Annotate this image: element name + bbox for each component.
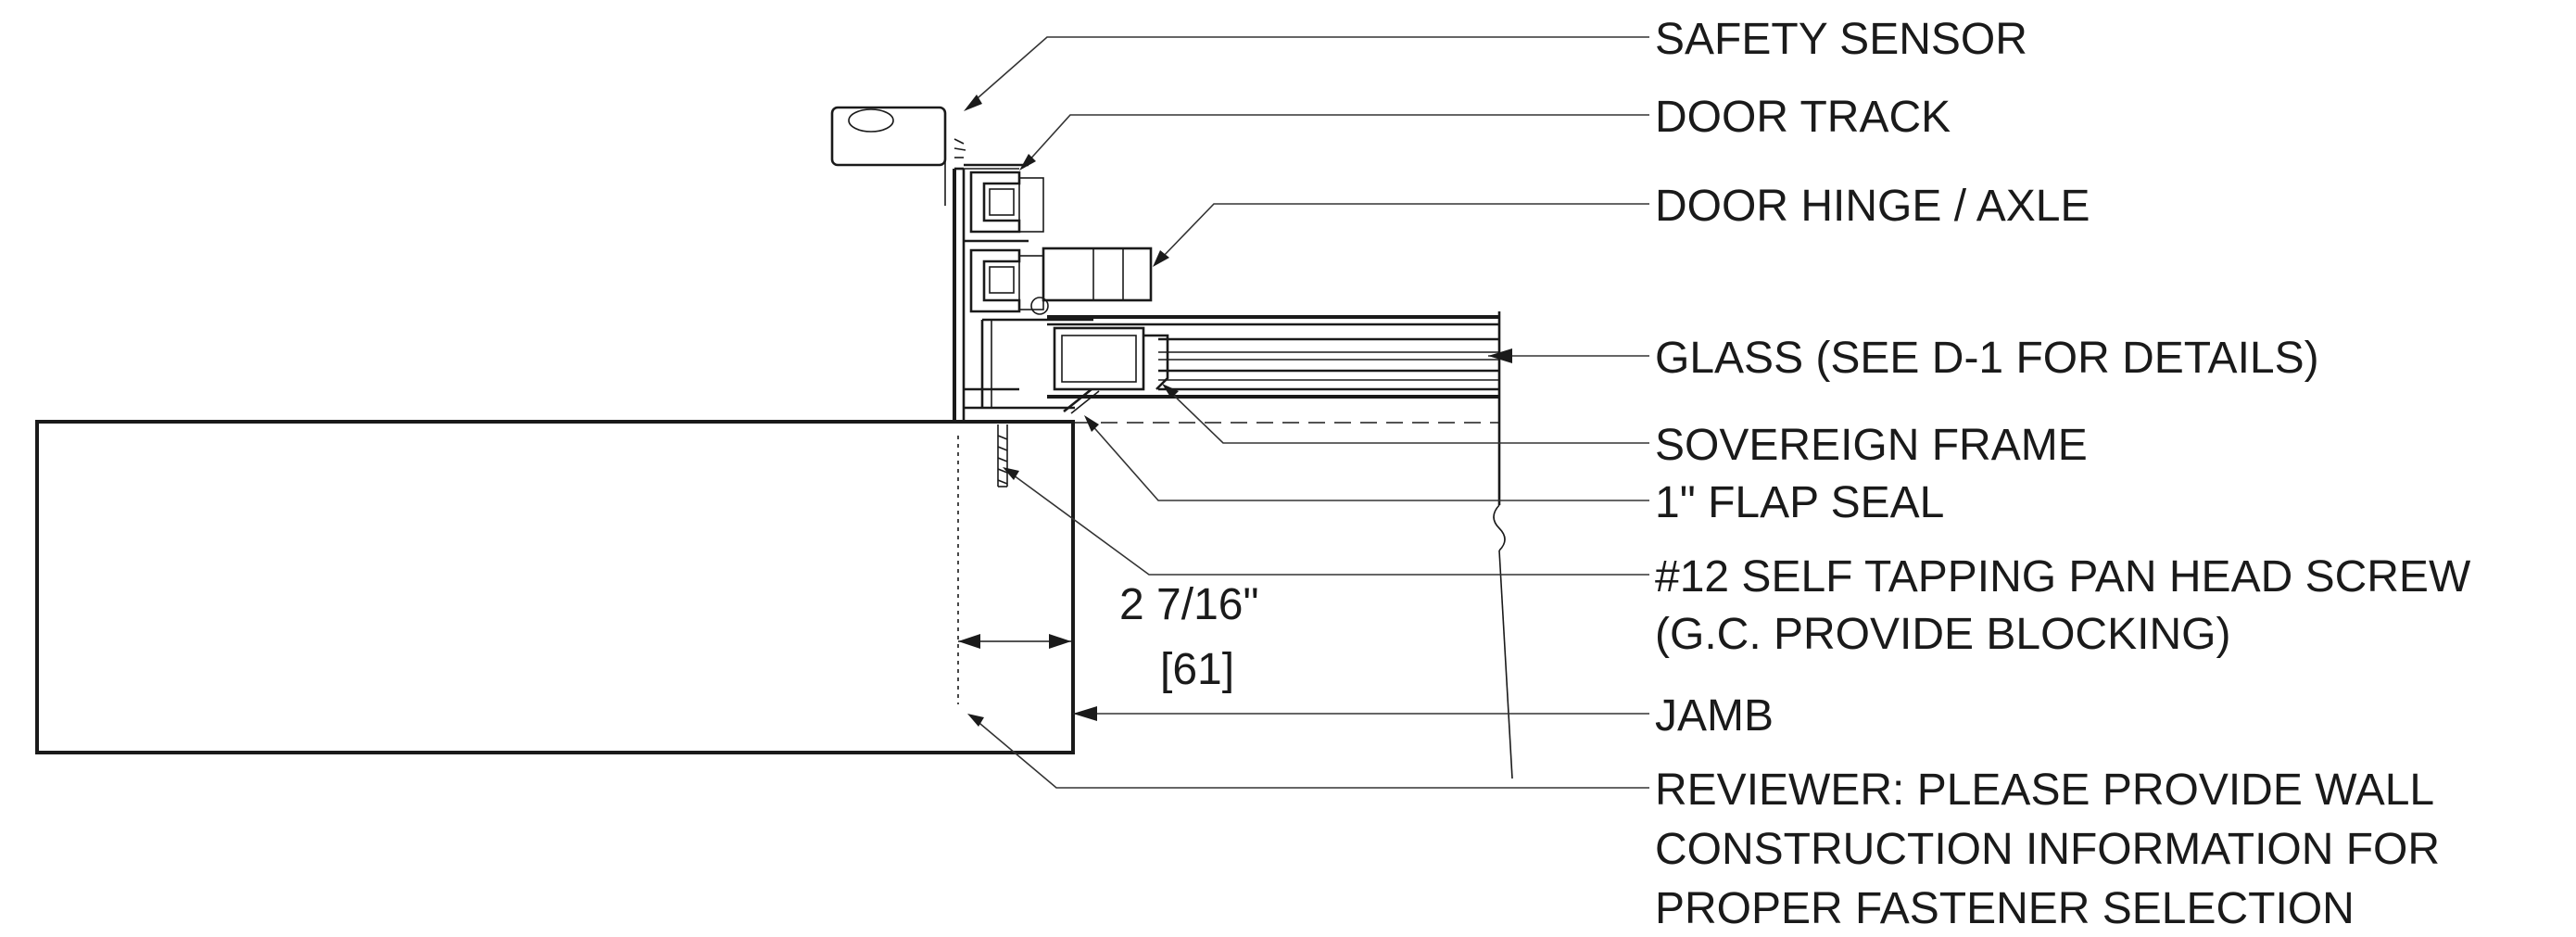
label-jamb: JAMB — [1655, 691, 1774, 741]
label-screw-line-2: (G.C. PROVIDE BLOCKING) — [1655, 610, 2230, 659]
width-dimension — [957, 436, 1071, 704]
self-tapping-screw — [993, 420, 1012, 487]
door-hinge-axle — [1030, 247, 1153, 315]
label-reviewer-line-3: PROPER FASTENER SELECTION — [1655, 884, 2355, 933]
label-reviewer-line-2: CONSTRUCTION INFORMATION FOR — [1655, 825, 2440, 874]
label-reviewer-line-1: REVIEWER: PLEASE PROVIDE WALL — [1655, 766, 2434, 815]
door-panel-glass — [1047, 311, 1513, 779]
callout-leaders — [964, 36, 1649, 789]
label-door-track: DOOR TRACK — [1655, 93, 1951, 142]
jamb-wall-block — [35, 420, 1075, 754]
dimension-imperial: 2 7/16" — [1119, 580, 1259, 629]
label-sovereign-frame: SOVEREIGN FRAME — [1655, 421, 2088, 470]
frame-extrusion — [953, 163, 1093, 422]
label-door-hinge-axle: DOOR HINGE / AXLE — [1655, 182, 2090, 231]
safety-sensor — [830, 106, 966, 206]
flap-seal — [1063, 387, 1499, 424]
label-flap-seal: 1" FLAP SEAL — [1655, 478, 1944, 527]
label-safety-sensor: SAFETY SENSOR — [1655, 15, 2027, 64]
label-glass: GLASS (SEE D-1 FOR DETAILS) — [1655, 334, 2319, 383]
door-track — [964, 171, 1044, 313]
label-screw-line-1: #12 SELF TAPPING PAN HEAD SCREW — [1655, 552, 2471, 601]
dimension-metric: [61] — [1160, 645, 1234, 694]
